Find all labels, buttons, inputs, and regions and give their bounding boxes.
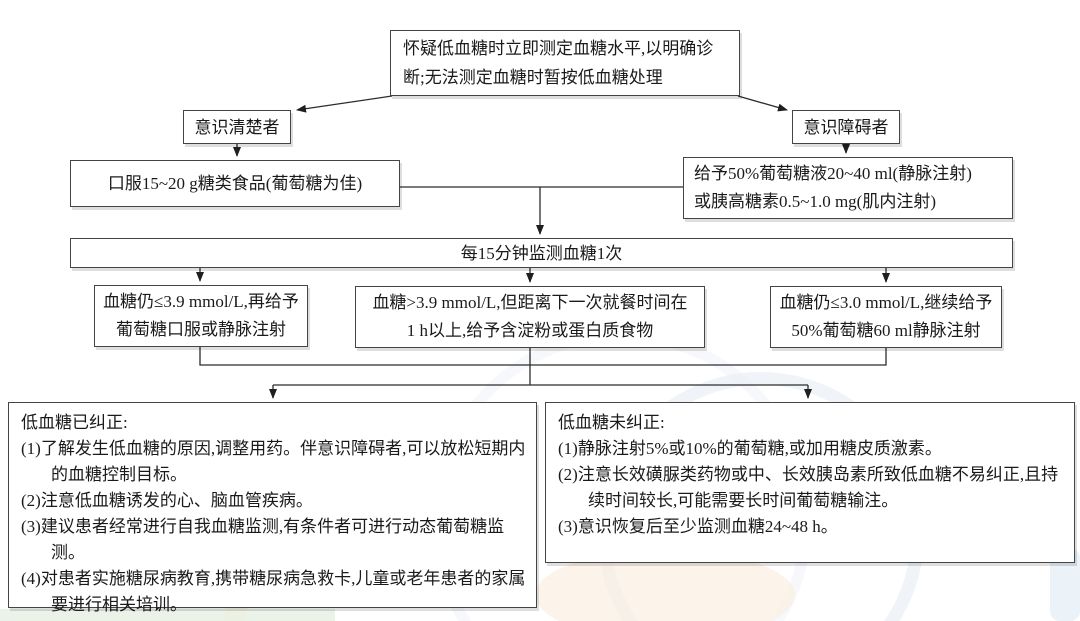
node-text: 怀疑低血糖时立即测定血糖水平,以明确诊断;无法测定血糖时暂按低血糖处理 [403,39,714,87]
suspect-hypoglycemia-node: 怀疑低血糖时立即测定血糖水平,以明确诊断;无法测定血糖时暂按低血糖处理 [390,30,740,96]
node-text: 血糖>3.9 mmol/L,但距离下一次就餐时间在 1 h以上,给予含淀粉或蛋白… [364,289,696,345]
list-item: (2)注意低血糖诱发的心、脑血管疾病。 [21,491,313,510]
box-title: 低血糖已纠正: [21,413,128,432]
node-line: 血糖仍≤3.0 mmol/L,继续给予 [779,293,993,312]
node-text: 意识障碍者 [803,117,889,137]
list-item: (1)静脉注射5%或10%的葡萄糖,或加用糖皮质激素。 [558,439,942,458]
node-text: 口服15~20 g糖类食品(葡萄糖为佳) [107,174,363,193]
outcome-le30-node: 血糖仍≤3.0 mmol/L,继续给予 50%葡萄糖60 ml静脉注射 [770,286,1002,348]
outcome-gt39-node: 血糖>3.9 mmol/L,但距离下一次就餐时间在 1 h以上,给予含淀粉或蛋白… [355,286,705,348]
node-text: 血糖仍≤3.0 mmol/L,继续给予 50%葡萄糖60 ml静脉注射 [779,289,993,345]
list-item: (4)对患者实施糖尿病教育,携带糖尿病急救卡,儿童或老年患者的家属要进行相关培训… [21,569,526,614]
list-item: (3)意识恢复后至少监测血糖24~48 h。 [558,517,838,536]
box-title: 低血糖未纠正: [558,413,665,432]
node-text: 每15分钟监测血糖1次 [460,243,623,263]
node-line: 给予50%葡萄糖液20~40 ml(静脉注射) [694,164,972,183]
node-text: 意识清楚者 [194,117,280,137]
node-line: 50%葡萄糖60 ml静脉注射 [791,321,981,340]
monitor-glucose-node: 每15分钟监测血糖1次 [70,238,1013,268]
node-line: 血糖>3.9 mmol/L,但距离下一次就餐时间在 [372,293,688,312]
oral-glucose-node: 口服15~20 g糖类食品(葡萄糖为佳) [70,160,400,207]
iv-glucose-node: 给予50%葡萄糖液20~40 ml(静脉注射) 或胰高糖素0.5~1.0 mg(… [683,157,1013,219]
corrected-summary-box: 低血糖已纠正: (1)了解发生低血糖的原因,调整用药。伴意识障碍者,可以放松短期… [8,402,537,614]
node-text: 给予50%葡萄糖液20~40 ml(静脉注射) 或胰高糖素0.5~1.0 mg(… [694,160,1002,216]
uncorrected-summary-box: 低血糖未纠正: (1)静脉注射5%或10%的葡萄糖,或加用糖皮质激素。 (2)注… [545,402,1075,563]
list-item: (2)注意长效磺脲类药物或中、长效胰岛素所致低血糖不易纠正,且持续时间较长,可能… [558,465,1059,510]
impaired-branch-node: 意识障碍者 [792,110,900,144]
node-line: 1 h以上,给予含淀粉或蛋白质食物 [406,321,654,340]
conscious-branch-node: 意识清楚者 [183,110,291,144]
list-item: (3)建议患者经常进行自我血糖监测,有条件者可进行动态葡萄糖监测。 [21,517,505,562]
node-text: 血糖仍≤3.9 mmol/L,再给予葡萄糖口服或静脉注射 [103,292,299,339]
node-line: 或胰高糖素0.5~1.0 mg(肌内注射) [694,192,936,211]
outcome-le39-node: 血糖仍≤3.9 mmol/L,再给予葡萄糖口服或静脉注射 [94,285,308,347]
list-item: (1)了解发生低血糖的原因,调整用药。伴意识障碍者,可以放松短期内的血糖控制目标… [21,439,526,484]
